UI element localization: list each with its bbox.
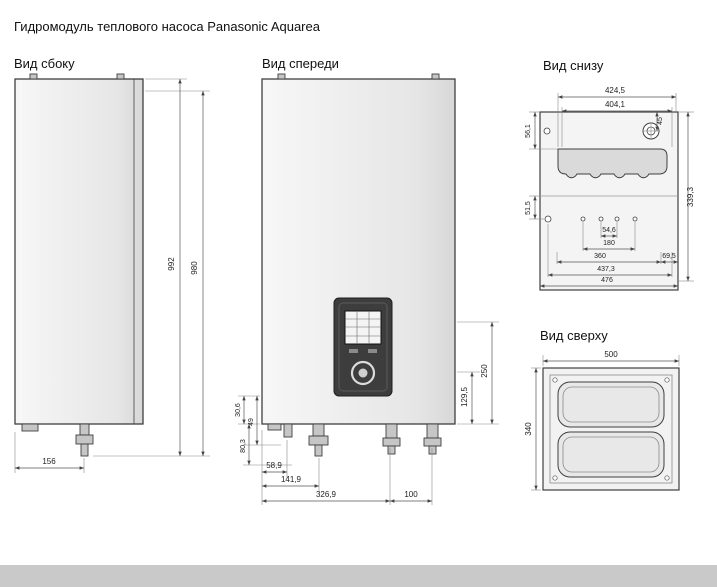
bottom-hole xyxy=(544,215,552,223)
top-panel-2 xyxy=(557,431,665,478)
bottom-slot xyxy=(557,148,668,179)
dim-250: 250 xyxy=(480,364,489,378)
dim-58-9: 58,9 xyxy=(266,461,282,470)
pipe-connection-2 xyxy=(385,423,398,439)
bottom-hole xyxy=(614,216,620,222)
pipe-connection-1 xyxy=(312,423,325,437)
top-view: Вид сверху 500 340 xyxy=(524,328,680,491)
bottom-hole xyxy=(598,216,604,222)
dim-340: 340 xyxy=(524,422,533,436)
pipe-tail-3 xyxy=(428,445,437,455)
side-dimensions: 992 980 156 xyxy=(14,78,210,473)
pipe-connection-3 xyxy=(426,423,439,439)
dim-141-9: 141,9 xyxy=(281,475,302,484)
dim-180: 180 xyxy=(603,240,615,247)
dim-437-3: 437,3 xyxy=(597,266,615,273)
dim-500: 500 xyxy=(604,350,618,359)
dim-69-5: 69,5 xyxy=(662,253,676,260)
pipe-nut-3 xyxy=(423,437,442,447)
dim-49: 49 xyxy=(248,418,255,426)
page-title: Гидромодуль теплового насоса Panasonic A… xyxy=(14,19,321,34)
bottom-dimensions: 424,5 404,1 45 56,1 339,3 51,5 54,6 xyxy=(525,86,695,288)
dim-30-6: 30,6 xyxy=(235,403,242,417)
bottom-hole xyxy=(580,216,586,222)
top-screw xyxy=(664,377,670,383)
bottom-view: Вид снизу 424,5 404,1 45 56,1 xyxy=(525,58,695,291)
dim-360: 360 xyxy=(594,253,606,260)
dim-992: 992 xyxy=(167,257,176,271)
top-panel-1 xyxy=(557,381,665,428)
pipe-nut-2 xyxy=(382,437,401,447)
side-pipe-nut xyxy=(75,434,94,445)
control-display xyxy=(344,310,382,345)
dim-326-9: 326,9 xyxy=(316,490,337,499)
drain-pipe xyxy=(283,423,293,438)
dim-980: 980 xyxy=(190,261,199,275)
top-dimensions: 500 340 xyxy=(524,350,680,491)
dim-80-3: 80,3 xyxy=(240,439,247,453)
side-body xyxy=(14,78,144,425)
side-foot xyxy=(21,423,39,432)
pipe-tail-2 xyxy=(387,445,396,455)
control-panel xyxy=(333,297,393,397)
control-button xyxy=(368,349,377,353)
front-top-bracket xyxy=(431,73,440,80)
side-top-bracket xyxy=(29,73,38,80)
front-top-bracket xyxy=(277,73,286,80)
bottom-hole xyxy=(543,127,551,135)
front-dimensions: 250 129,5 30,6 49 80,3 58,9 141,9 xyxy=(235,321,499,505)
dim-100: 100 xyxy=(404,490,418,499)
bottom-plate xyxy=(539,111,679,291)
pipe-tail-1 xyxy=(314,444,323,457)
dim-404-1: 404,1 xyxy=(605,100,626,109)
dim-129-5: 129,5 xyxy=(460,386,469,407)
dim-51-5: 51,5 xyxy=(525,201,532,215)
side-view-label: Вид сбоку xyxy=(14,56,75,71)
front-foot xyxy=(267,423,282,431)
dim-476: 476 xyxy=(601,277,613,284)
front-view: Вид спереди xyxy=(235,56,499,505)
pipe-nut-1 xyxy=(308,435,329,446)
top-view-label: Вид сверху xyxy=(540,328,608,343)
dim-156: 156 xyxy=(42,457,56,466)
control-button xyxy=(349,349,358,353)
dim-54-6: 54,6 xyxy=(602,227,616,234)
bottom-view-label: Вид снизу xyxy=(543,58,604,73)
control-dial xyxy=(350,360,376,386)
dim-56-1: 56,1 xyxy=(525,124,532,138)
dim-45: 45 xyxy=(657,117,664,125)
footer-bar xyxy=(0,565,717,587)
top-screw xyxy=(664,475,670,481)
bottom-hole xyxy=(632,216,638,222)
dim-339-3: 339,3 xyxy=(686,186,695,207)
side-view: Вид сбоку 992 980 156 xyxy=(14,56,210,473)
top-screw xyxy=(552,377,558,383)
side-pipe-tail xyxy=(80,443,89,457)
side-top-bracket xyxy=(116,73,125,80)
side-pipe xyxy=(79,423,90,436)
dim-424-5: 424,5 xyxy=(605,86,626,95)
top-screw xyxy=(552,475,558,481)
control-dial-center xyxy=(358,368,368,378)
front-view-label: Вид спереди xyxy=(262,56,339,71)
